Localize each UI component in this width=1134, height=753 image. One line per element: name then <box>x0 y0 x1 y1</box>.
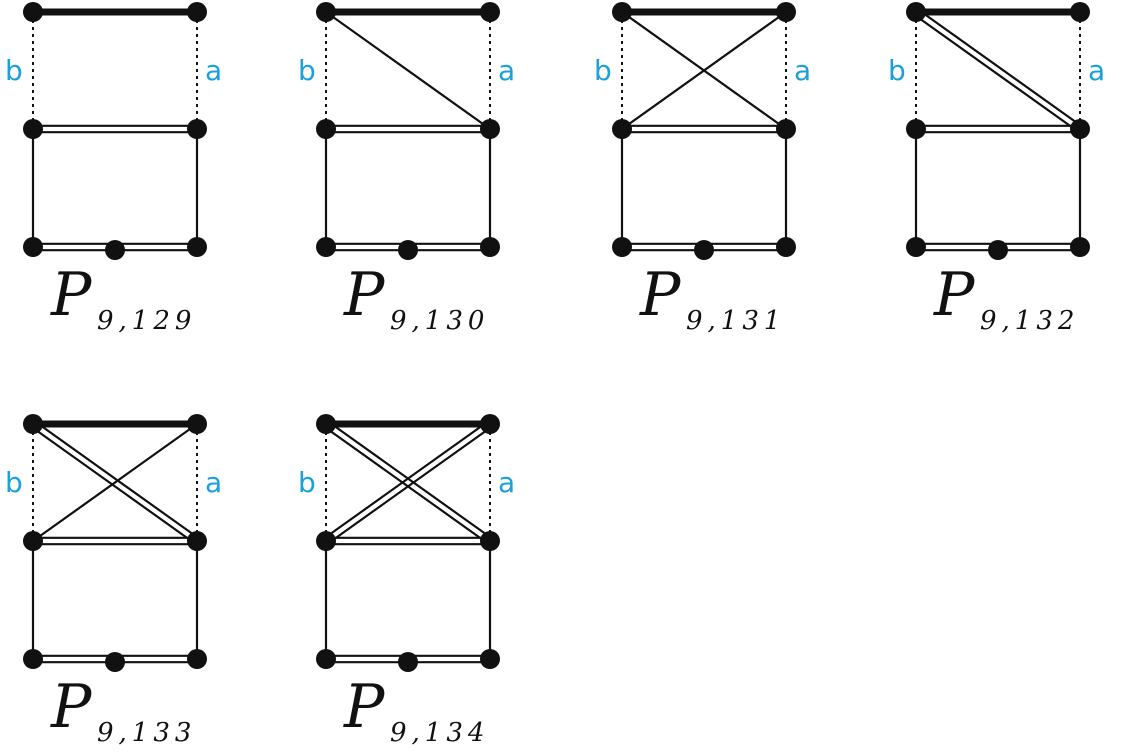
vertex <box>480 649 500 669</box>
side-label-b: b <box>5 54 23 87</box>
side-label-b: b <box>298 54 316 87</box>
vertex <box>480 237 500 257</box>
vertex <box>187 119 207 139</box>
crossing-double-edge <box>326 420 493 540</box>
side-label-a: a <box>205 54 222 87</box>
vertex <box>988 240 1008 260</box>
vertex <box>105 240 125 260</box>
graph-name: P <box>933 260 976 330</box>
side-label-a: a <box>498 466 515 499</box>
graph-name: P <box>639 260 682 330</box>
vertex <box>612 119 632 139</box>
vertex <box>105 652 125 672</box>
vertex <box>187 649 207 669</box>
vertex <box>316 414 336 434</box>
side-label-b: b <box>594 54 612 87</box>
side-label-a: a <box>794 54 811 87</box>
side-label-b: b <box>888 54 906 87</box>
crossing-edge <box>620 10 788 131</box>
vertex <box>776 119 796 139</box>
vertex <box>316 531 336 551</box>
graph-name: P <box>50 260 93 330</box>
graph-name: P <box>343 672 386 742</box>
vertex <box>1070 237 1090 257</box>
side-label-a: a <box>1088 54 1105 87</box>
vertex <box>906 2 926 22</box>
crossing-edge <box>324 10 492 131</box>
vertex <box>906 119 926 139</box>
graph-subscript: 9,133 <box>97 718 196 748</box>
vertex <box>480 414 500 434</box>
side-label-b: b <box>298 466 316 499</box>
vertex <box>480 2 500 22</box>
crossing-double-edge <box>913 13 1080 133</box>
vertex <box>776 2 796 22</box>
vertex <box>1070 119 1090 139</box>
side-label-a: a <box>498 54 515 87</box>
vertex <box>187 531 207 551</box>
vertex <box>316 237 336 257</box>
vertex <box>316 2 336 22</box>
graph-subscript: 9,132 <box>980 306 1079 336</box>
vertex <box>23 531 43 551</box>
vertex <box>23 414 43 434</box>
crossing-edge <box>31 422 199 543</box>
vertex <box>612 237 632 257</box>
vertex <box>316 649 336 669</box>
crossing-double-edge <box>916 8 1083 128</box>
vertex <box>187 414 207 434</box>
side-label-b: b <box>5 466 23 499</box>
graph-subscript: 9,134 <box>390 718 489 748</box>
vertex <box>694 240 714 260</box>
side-label-a: a <box>205 466 222 499</box>
graph-subscript: 9,131 <box>686 306 785 336</box>
crossing-double-edge <box>323 420 490 540</box>
vertex <box>187 2 207 22</box>
vertex <box>480 119 500 139</box>
vertex <box>187 237 207 257</box>
graph-name: P <box>50 672 93 742</box>
vertex <box>906 237 926 257</box>
vertex <box>23 649 43 669</box>
vertex <box>480 531 500 551</box>
graph-subscript: 9,130 <box>390 306 489 336</box>
vertex <box>316 119 336 139</box>
vertex <box>398 652 418 672</box>
vertex <box>1070 2 1090 22</box>
vertex <box>23 2 43 22</box>
crossing-double-edge <box>326 425 493 545</box>
graph-subscript: 9,129 <box>97 306 196 336</box>
vertex <box>398 240 418 260</box>
crossing-double-edge <box>323 425 490 545</box>
graph-name: P <box>343 260 386 330</box>
vertex <box>612 2 632 22</box>
vertex <box>23 237 43 257</box>
vertex <box>776 237 796 257</box>
vertex <box>23 119 43 139</box>
